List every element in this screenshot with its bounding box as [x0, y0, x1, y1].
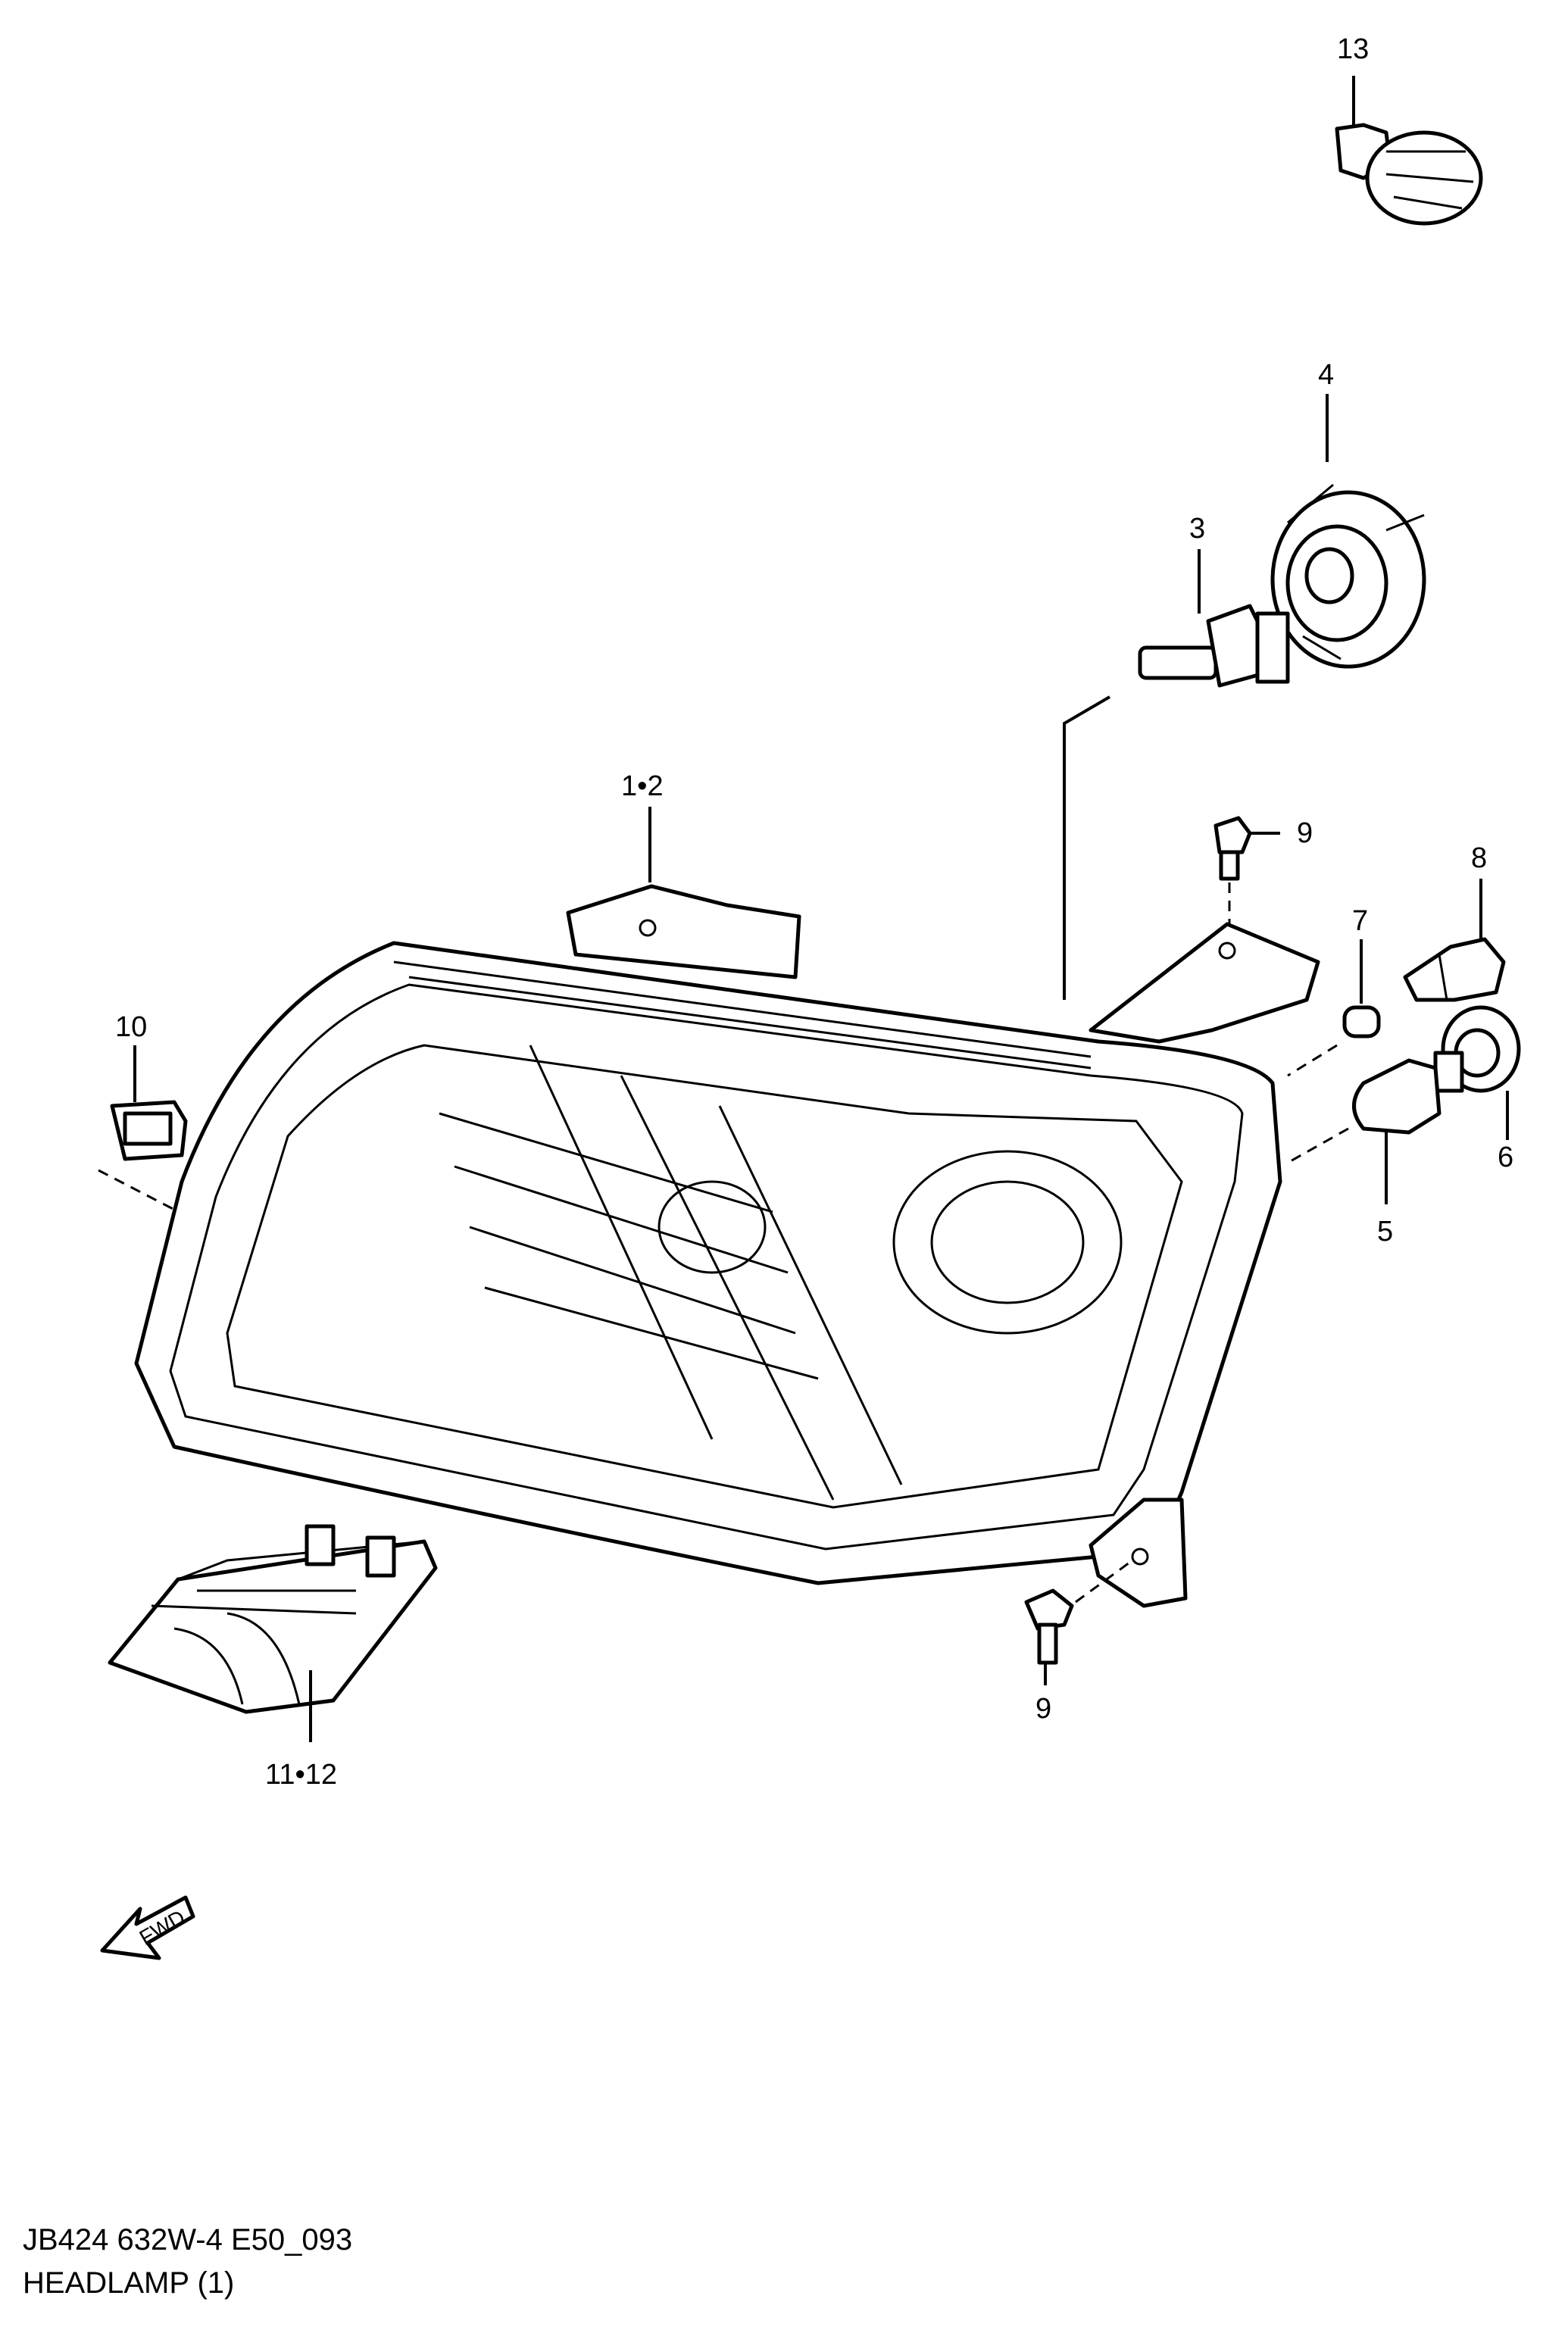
wedge-bulb: [1352, 1058, 1441, 1135]
diagram-title: HEADLAMP (1): [23, 2266, 235, 2300]
bolt-top: [1213, 816, 1252, 881]
socket-large: [1433, 1005, 1521, 1093]
callout-1-2: 1•2: [621, 770, 664, 802]
callout-9-top: 9: [1297, 817, 1313, 849]
fwd-arrow-icon: FWD: [100, 1895, 195, 1960]
side-marker-lamp: [1335, 123, 1483, 226]
retainer-clip: [110, 1100, 188, 1161]
callout-6: 6: [1498, 1142, 1513, 1173]
callout-11-12: 11•12: [265, 1759, 337, 1791]
lower-cover: [108, 1524, 438, 1714]
callout-5: 5: [1377, 1216, 1393, 1248]
bolt-bottom-axis: [1075, 1559, 1133, 1604]
callout-4: 4: [1318, 359, 1334, 391]
headlamp-bulb: [1138, 604, 1290, 688]
callout-3: 3: [1189, 513, 1205, 545]
leader-bulb-path: [1063, 695, 1111, 1000]
headlamp-assembly: [134, 884, 1320, 1608]
callout-10: 10: [115, 1011, 147, 1043]
bolt-bottom: [1024, 1588, 1074, 1665]
callout-9-bottom: 9: [1035, 1693, 1051, 1725]
callout-13: 13: [1337, 33, 1369, 65]
callout-7: 7: [1352, 905, 1368, 937]
small-bulb: [1342, 1005, 1381, 1038]
socket-small: [1403, 937, 1506, 1002]
bulb7-axis: [1287, 1044, 1338, 1077]
diagram-code: JB424 632W-4 E50_093: [23, 2223, 353, 2256]
socket-cover: [1270, 483, 1426, 669]
bulb5-axis: [1287, 1127, 1349, 1164]
callout-8: 8: [1471, 842, 1487, 874]
